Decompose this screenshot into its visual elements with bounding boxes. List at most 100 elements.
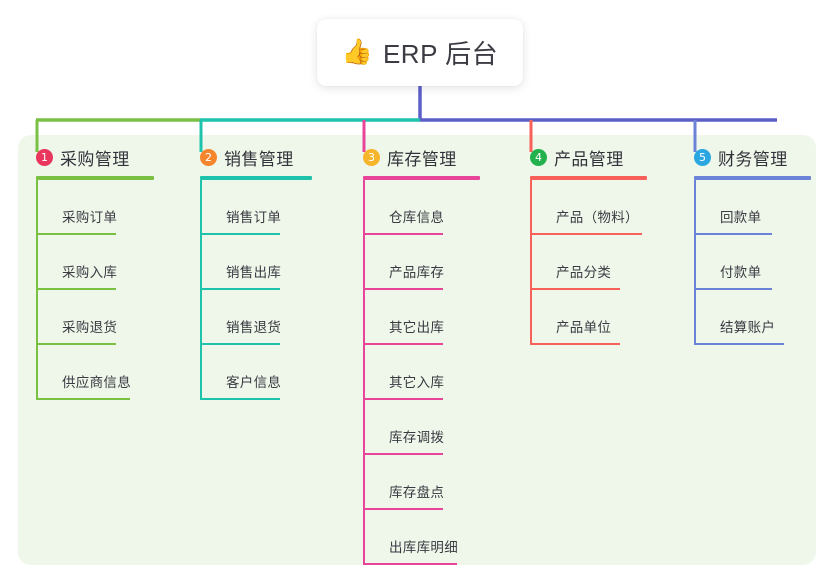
list-item[interactable]: 产品单位 xyxy=(530,290,647,345)
list-item-label: 其它出库 xyxy=(389,320,445,335)
list-item[interactable]: 产品库存 xyxy=(363,235,480,290)
list-item-rule xyxy=(530,233,642,235)
list-item-rule xyxy=(363,508,443,510)
list-item[interactable]: 采购入库 xyxy=(36,235,154,290)
column-header-1[interactable]: 1 采购管理 xyxy=(36,146,154,169)
column-number-badge: 5 xyxy=(694,148,711,166)
list-item-label: 客户信息 xyxy=(226,375,282,390)
column-header-rule xyxy=(36,176,154,180)
root-title-inner: 👍 ERP 后台 xyxy=(342,34,498,71)
column-items: 仓库信息产品库存其它出库其它入库库存调拨库存盘点出库库明细 xyxy=(363,180,480,565)
list-item-label: 其它入库 xyxy=(389,375,445,390)
column-spine xyxy=(530,180,532,345)
list-item-label: 销售订单 xyxy=(226,210,282,225)
column-header-4[interactable]: 4 产品管理 xyxy=(530,146,647,169)
list-item-rule xyxy=(530,343,620,345)
list-item-label: 产品单位 xyxy=(556,320,612,335)
column-items: 采购订单采购入库采购退货供应商信息 xyxy=(36,180,154,400)
column-header-2[interactable]: 2 销售管理 xyxy=(200,146,312,169)
list-item-label: 产品（物料） xyxy=(556,210,639,225)
list-item-label: 库存盘点 xyxy=(389,485,445,500)
list-item[interactable]: 回款单 xyxy=(694,180,811,235)
list-item-rule xyxy=(694,343,784,345)
list-item-rule xyxy=(200,233,280,235)
list-item-label: 付款单 xyxy=(720,265,762,280)
root-title-text: ERP 后台 xyxy=(382,39,499,69)
list-item-label: 产品分类 xyxy=(556,265,612,280)
list-item-label: 产品库存 xyxy=(389,265,445,280)
list-item[interactable]: 销售出库 xyxy=(200,235,312,290)
list-item-label: 结算账户 xyxy=(720,320,776,335)
list-item[interactable]: 产品（物料） xyxy=(530,180,647,235)
column-spine xyxy=(363,180,365,565)
list-item-rule xyxy=(694,233,772,235)
column-title: 采购管理 xyxy=(60,149,130,169)
list-item-label: 销售退货 xyxy=(226,320,282,335)
list-item-rule xyxy=(200,288,280,290)
list-item-rule xyxy=(363,233,443,235)
column-spine xyxy=(200,180,202,400)
column-items: 回款单付款单结算账户 xyxy=(694,180,811,345)
thumbs-up-icon: 👍 xyxy=(341,38,373,66)
list-item[interactable]: 采购订单 xyxy=(36,180,154,235)
list-item[interactable]: 库存盘点 xyxy=(363,455,480,510)
list-item[interactable]: 产品分类 xyxy=(530,235,647,290)
column-items: 产品（物料） 产品分类产品单位 xyxy=(530,180,647,345)
list-item-rule xyxy=(694,288,772,290)
list-item[interactable]: 库存调拨 xyxy=(363,400,480,455)
column-header-rule xyxy=(530,176,647,180)
list-item[interactable]: 供应商信息 xyxy=(36,345,154,400)
list-item-label: 回款单 xyxy=(720,210,762,225)
list-item-label: 销售出库 xyxy=(226,265,282,280)
list-item[interactable]: 出库库明细 xyxy=(363,510,480,565)
column-spine xyxy=(36,180,38,400)
column-spine xyxy=(694,180,696,345)
column-title: 销售管理 xyxy=(224,149,294,169)
column-number-badge: 1 xyxy=(36,148,53,166)
list-item-rule xyxy=(36,398,130,400)
list-item-rule xyxy=(363,343,443,345)
list-item-rule xyxy=(363,398,443,400)
column-title: 产品管理 xyxy=(554,149,624,169)
root-title-card[interactable]: 👍 ERP 后台 xyxy=(317,19,523,86)
list-item-rule xyxy=(363,288,443,290)
list-item[interactable]: 其它出库 xyxy=(363,290,480,345)
list-item-rule xyxy=(36,233,116,235)
list-item[interactable]: 仓库信息 xyxy=(363,180,480,235)
list-item-label: 采购退货 xyxy=(62,320,118,335)
column-销售管理: 2 销售管理销售订单销售出库销售退货客户信息 xyxy=(200,146,312,400)
list-item-rule xyxy=(36,288,116,290)
column-number-badge: 4 xyxy=(530,148,547,166)
list-item-label: 仓库信息 xyxy=(389,210,445,225)
list-item-label: 出库库明细 xyxy=(389,540,458,555)
list-item[interactable]: 结算账户 xyxy=(694,290,811,345)
list-item[interactable]: 销售订单 xyxy=(200,180,312,235)
list-item[interactable]: 付款单 xyxy=(694,235,811,290)
list-item-label: 供应商信息 xyxy=(62,375,131,390)
list-item-rule xyxy=(363,563,457,565)
column-header-rule xyxy=(200,176,312,180)
list-item-rule xyxy=(530,288,620,290)
list-item-rule xyxy=(36,343,116,345)
list-item[interactable]: 客户信息 xyxy=(200,345,312,400)
column-产品管理: 4 产品管理产品（物料） 产品分类产品单位 xyxy=(530,146,647,345)
column-采购管理: 1 采购管理采购订单采购入库采购退货供应商信息 xyxy=(36,146,154,400)
list-item-rule xyxy=(200,398,280,400)
column-header-5[interactable]: 5 财务管理 xyxy=(694,146,811,169)
column-number-badge: 3 xyxy=(363,148,380,166)
list-item[interactable]: 采购退货 xyxy=(36,290,154,345)
list-item-rule xyxy=(363,453,443,455)
column-title: 财务管理 xyxy=(718,149,788,169)
list-item[interactable]: 销售退货 xyxy=(200,290,312,345)
column-items: 销售订单销售出库销售退货客户信息 xyxy=(200,180,312,400)
column-header-rule xyxy=(694,176,811,180)
list-item[interactable]: 其它入库 xyxy=(363,345,480,400)
list-item-label: 采购订单 xyxy=(62,210,118,225)
column-header-rule xyxy=(363,176,480,180)
column-财务管理: 5 财务管理回款单付款单结算账户 xyxy=(694,146,811,345)
list-item-label: 库存调拨 xyxy=(389,430,445,445)
diagram-panel xyxy=(18,135,816,565)
column-number-badge: 2 xyxy=(200,148,217,166)
